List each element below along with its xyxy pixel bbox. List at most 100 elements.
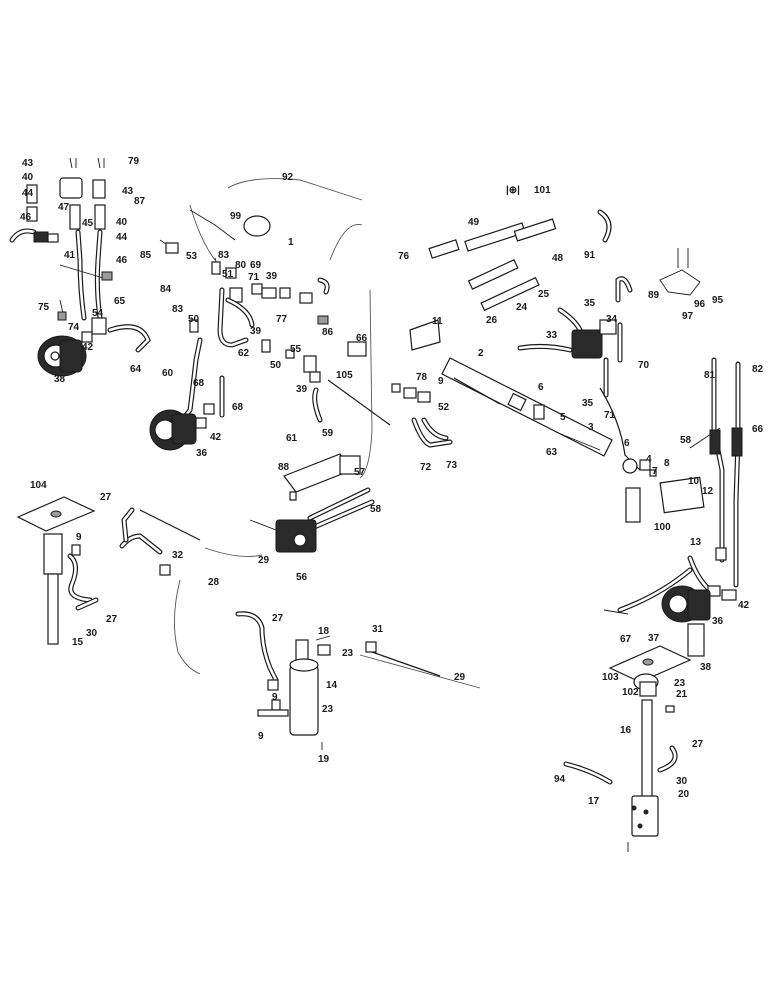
callout-44: 44 — [22, 188, 34, 199]
callout-88: 88 — [278, 462, 290, 473]
callout-6: 6 — [624, 438, 630, 449]
callout-9: 9 — [272, 692, 278, 703]
callout-34: 34 — [606, 314, 618, 325]
callout-38: 38 — [54, 374, 66, 385]
callout-104: 104 — [30, 480, 47, 491]
callout-71: 71 — [248, 272, 260, 283]
callout-43: 43 — [122, 186, 134, 197]
callout-39: 39 — [266, 271, 278, 282]
callout-70: 70 — [638, 360, 650, 371]
callout-50: 50 — [270, 360, 282, 371]
callout-3: 3 — [588, 422, 594, 433]
callout-30: 30 — [86, 628, 98, 639]
callout-4: 4 — [646, 454, 652, 465]
callout-71: 71 — [604, 410, 616, 421]
callout-53: 53 — [186, 251, 198, 262]
valve-top-group — [428, 209, 701, 398]
callout-16: 16 — [620, 725, 632, 736]
callout-95: 95 — [712, 295, 724, 306]
callout-61: 61 — [286, 433, 298, 444]
callout-64: 64 — [130, 364, 142, 375]
callout-23: 23 — [322, 704, 334, 715]
callout-37: 37 — [648, 633, 660, 644]
callout-28: 28 — [208, 577, 220, 588]
callout-35: 35 — [582, 398, 594, 409]
callout-5: 5 — [560, 412, 566, 423]
callout-29: 29 — [258, 555, 270, 566]
callout-43: 43 — [22, 158, 34, 169]
callout-27: 27 — [100, 492, 112, 503]
center-bottom-cylinder — [235, 611, 441, 750]
callout-68: 68 — [193, 378, 205, 389]
reservoir-outline — [173, 178, 481, 689]
callout-77: 77 — [276, 314, 288, 325]
callout-83: 83 — [218, 250, 230, 261]
callout-52: 52 — [438, 402, 450, 413]
callout-25: 25 — [538, 289, 550, 300]
callout-63: 63 — [546, 447, 558, 458]
callout-9: 9 — [76, 532, 82, 543]
callout-85: 85 — [140, 250, 152, 261]
callout-10: 10 — [688, 476, 700, 487]
callout-1: 1 — [288, 237, 294, 248]
callout-58: 58 — [680, 435, 692, 446]
callout-96: 96 — [694, 299, 706, 310]
top-left-fitting-group — [9, 157, 151, 353]
callout-23: 23 — [342, 648, 354, 659]
left-cylinder — [16, 496, 201, 645]
callout-80: 80 — [235, 260, 247, 271]
callout-13: 13 — [690, 537, 702, 548]
callout-92: 92 — [282, 172, 294, 183]
callout-2: 2 — [478, 348, 484, 359]
callout-45: 45 — [82, 218, 94, 229]
callout-19: 19 — [318, 754, 330, 765]
callout-18: 18 — [318, 626, 330, 637]
callout-40: 40 — [116, 217, 128, 228]
callout-51: 51 — [222, 269, 234, 280]
callout-99: 99 — [230, 211, 242, 222]
callout-97: 97 — [682, 311, 694, 322]
callout-27: 27 — [106, 614, 118, 625]
callout-20: 20 — [678, 789, 690, 800]
callout-78: 78 — [416, 372, 428, 383]
callout-103: 103 — [602, 672, 619, 683]
right-lower-group — [563, 567, 711, 852]
cylinder-2 — [409, 319, 721, 523]
callout-42: 42 — [210, 432, 222, 443]
callout-54: 54 — [92, 308, 104, 319]
callout-42: 42 — [738, 600, 750, 611]
callout-39: 39 — [250, 326, 262, 337]
callout-17: 17 — [588, 796, 600, 807]
callout-46: 46 — [20, 212, 32, 223]
callout-12: 12 — [702, 486, 714, 497]
callout-58: 58 — [370, 504, 382, 515]
callout-68: 68 — [232, 402, 244, 413]
callout-24: 24 — [516, 302, 528, 313]
callout-75: 75 — [38, 302, 50, 313]
callout-72: 72 — [420, 462, 432, 473]
callout-102: 102 — [622, 687, 639, 698]
callout-84: 84 — [160, 284, 172, 295]
callout-labels: |⊕| 101 43 79 40 44 43 87 47 40 46 45 44… — [20, 156, 764, 807]
callout-9: 9 — [258, 731, 264, 742]
callout-15: 15 — [72, 637, 84, 648]
callout-55: 55 — [290, 344, 302, 355]
callout-39: 39 — [296, 384, 308, 395]
callout-69: 69 — [250, 260, 262, 271]
callout-76: 76 — [398, 251, 410, 262]
callout-86: 86 — [322, 327, 334, 338]
callout-87: 87 — [134, 196, 146, 207]
callout-36: 36 — [196, 448, 208, 459]
callout-21: 21 — [676, 689, 688, 700]
callout-66: 66 — [752, 424, 764, 435]
callout-7: 7 — [652, 466, 658, 477]
callout-31: 31 — [372, 624, 384, 635]
callout-26: 26 — [486, 315, 498, 326]
callout-46: 46 — [116, 255, 128, 266]
callout-81: 81 — [704, 370, 716, 381]
callout-60: 60 — [162, 368, 174, 379]
center-middle-group — [249, 377, 501, 553]
callout-30: 30 — [676, 776, 688, 787]
callout-33: 33 — [546, 330, 558, 341]
callout-6: 6 — [538, 382, 544, 393]
